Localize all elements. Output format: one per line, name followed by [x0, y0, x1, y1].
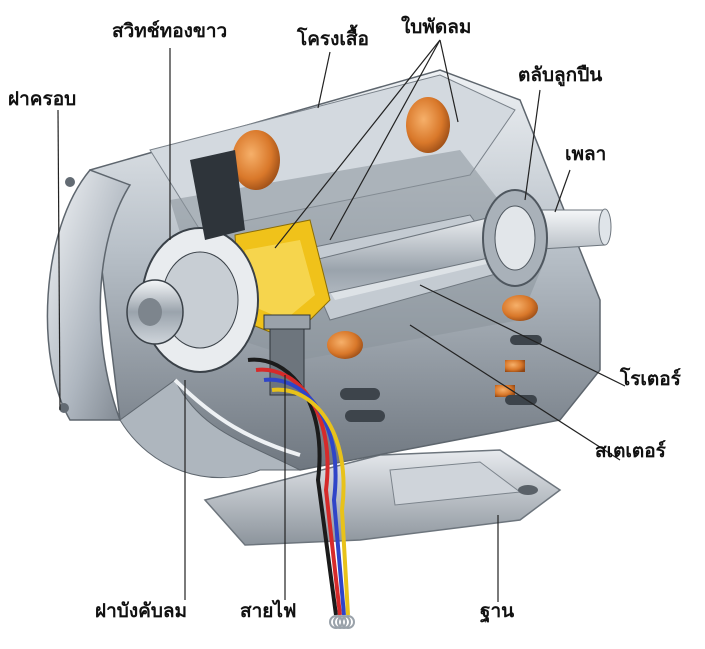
wire: [271, 387, 350, 616]
leader-lines: [57, 39, 626, 602]
cooling-slots: [340, 335, 542, 422]
end-cover: [46, 169, 132, 421]
base-shape: [203, 449, 562, 546]
label-frame: โครงเสื้อ: [297, 28, 369, 50]
label-white-switch: สวิทช์ทองขาว: [112, 20, 228, 42]
label-shaft: เพลา: [565, 143, 607, 165]
label-cover: ฝาครอบ: [8, 88, 77, 110]
label-rotor: โรเตอร์: [620, 368, 681, 390]
wire-terminal-ring: [341, 615, 355, 629]
white-switch-shape: [126, 150, 259, 373]
label-stator: สเตเตอร์: [595, 440, 666, 462]
label-base: ฐาน: [480, 600, 515, 622]
label-bearing: ตลับลูกปืน: [518, 64, 603, 86]
label-wire: สายไฟ: [240, 600, 297, 622]
fan-cover-shape: [119, 378, 301, 479]
wire-terminal-ring: [333, 615, 347, 629]
stator-windings: [232, 97, 538, 397]
wires: [247, 357, 355, 629]
label-fan-blade: ใบพัดลม: [401, 16, 472, 38]
label-fan-cover: ฝาบังคับลม: [95, 600, 188, 622]
wire-terminal-ring: [337, 615, 351, 629]
bearing-shape: [482, 189, 548, 287]
switch-housing: [234, 219, 331, 341]
